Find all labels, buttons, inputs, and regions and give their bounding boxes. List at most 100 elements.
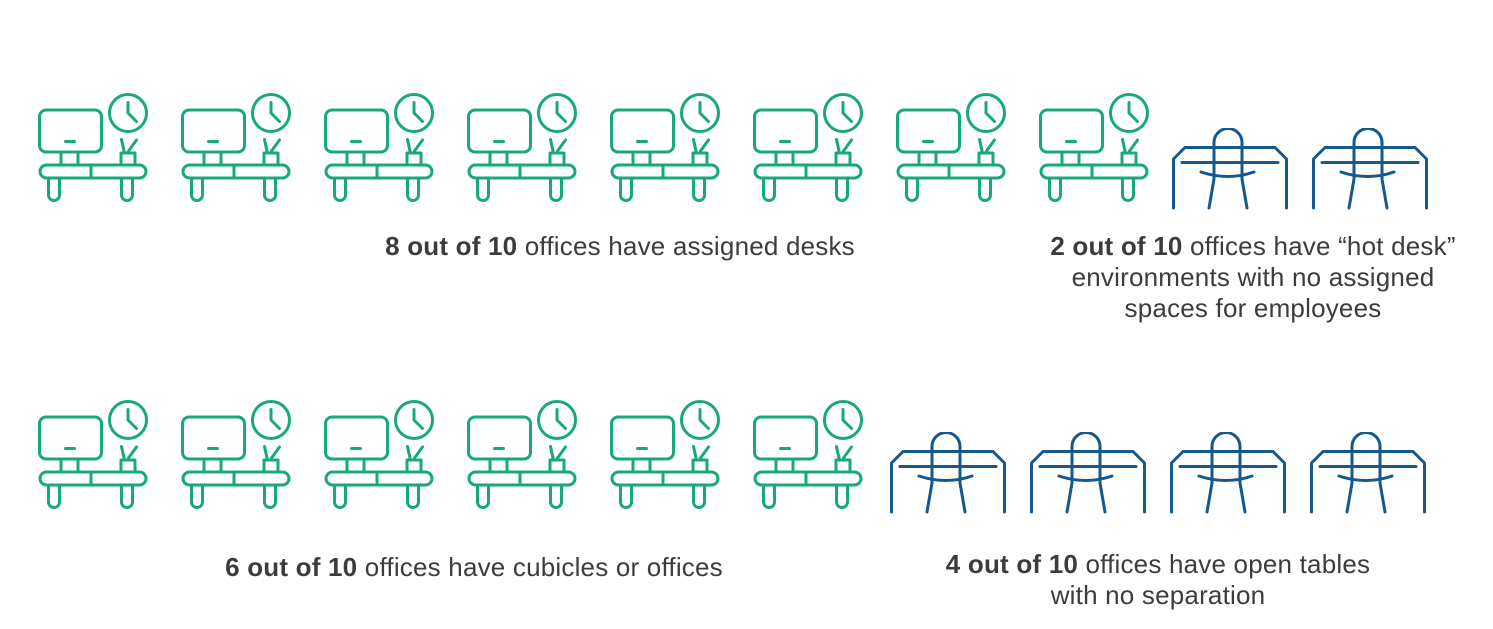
monitor-stand <box>345 457 366 474</box>
chair-seat <box>917 474 974 482</box>
monitor <box>896 108 961 154</box>
pen-right <box>127 138 138 153</box>
pen-right <box>127 445 138 460</box>
open-table-icon <box>1312 128 1428 210</box>
monitor <box>324 108 389 154</box>
desk-surface <box>896 163 1006 180</box>
pen-right <box>413 445 424 460</box>
caption-stat: 6 out of 10 <box>225 552 358 582</box>
desk-surface <box>753 470 863 487</box>
row2-open-tables-group <box>890 432 1426 514</box>
clock-icon <box>108 400 148 440</box>
table-outline <box>1030 450 1146 514</box>
clock-icon <box>1109 93 1149 133</box>
open-table-icon <box>890 432 1006 514</box>
desk-leg-left <box>905 176 919 202</box>
chair-seat <box>1197 474 1254 482</box>
pen-cup <box>691 151 709 167</box>
clock-icon <box>394 93 434 133</box>
monitor-stand <box>202 457 223 474</box>
assigned-desk-icon <box>467 93 577 202</box>
chair-post-right <box>1378 450 1387 514</box>
desk-surface <box>181 163 291 180</box>
row2-cubicles-group <box>38 400 863 510</box>
chair-post-right <box>1238 450 1247 514</box>
monitor <box>38 108 103 154</box>
table-outline <box>1312 146 1428 210</box>
clock-hands <box>984 101 996 123</box>
clock-icon <box>823 93 863 133</box>
caption-text: offices have open tables <box>1085 549 1371 579</box>
chair-post-right <box>1240 146 1249 210</box>
desk-leg-left <box>333 176 347 202</box>
assigned-desk-icon <box>896 93 1006 202</box>
monitor <box>324 415 389 461</box>
clock-hands <box>555 408 567 430</box>
caption-text: offices have assigned desks <box>524 231 855 261</box>
pen-cup <box>119 458 137 474</box>
assigned-desk-icon <box>181 400 291 509</box>
clock-hands <box>555 101 567 123</box>
caption-text: offices have cubicles or offices <box>364 552 723 582</box>
chair-post-left <box>1205 450 1214 514</box>
pen-cup <box>405 458 423 474</box>
monitor <box>1039 108 1104 154</box>
clock-icon <box>537 400 577 440</box>
clock-hands <box>412 408 424 430</box>
clock-hands <box>126 408 138 430</box>
desk-leg-left <box>476 176 490 202</box>
pen-cup <box>119 151 137 167</box>
assigned-desk-icon <box>610 400 720 509</box>
caption-line: environments with no assigned <box>1071 262 1435 292</box>
caption-open-tables: 4 out of 10 offices have open tables wit… <box>908 549 1408 611</box>
monitor <box>753 415 818 461</box>
clock-hands <box>269 408 281 430</box>
pen-left <box>120 138 126 153</box>
monitor-stand <box>488 457 509 474</box>
pen-left <box>835 445 841 460</box>
monitor <box>753 108 818 154</box>
desk-leg-right <box>835 176 849 202</box>
clock-hands <box>269 101 281 123</box>
monitor <box>610 415 675 461</box>
caption-line: 2 out of 10 offices have “hot desk” <box>1028 231 1478 262</box>
pen-left <box>1121 138 1127 153</box>
row1-hot-desk-group <box>1172 128 1428 210</box>
chair-post-right <box>1380 146 1389 210</box>
desk-leg-right <box>978 176 992 202</box>
monitor-stand <box>1060 150 1081 167</box>
open-table-icon <box>1310 432 1426 514</box>
open-table-icon <box>1172 128 1288 210</box>
monitor <box>181 415 246 461</box>
chair-seat <box>1199 170 1256 178</box>
chair-seat <box>1057 474 1114 482</box>
assigned-desk-icon <box>1039 93 1149 202</box>
pen-left <box>263 138 269 153</box>
desk-surface <box>324 163 434 180</box>
caption-stat: 8 out of 10 <box>385 231 518 261</box>
table-outline <box>1310 450 1426 514</box>
chair-post-left <box>1347 146 1356 210</box>
chair-post-left <box>925 450 934 514</box>
assigned-desk-icon <box>324 400 434 509</box>
clock-hands <box>1127 101 1139 123</box>
clock-hands <box>412 101 424 123</box>
chair-post-left <box>1065 450 1074 514</box>
desk-leg-left <box>619 483 633 509</box>
pen-right <box>699 445 710 460</box>
desk-leg-left <box>619 176 633 202</box>
monitor-stand <box>488 150 509 167</box>
table-outline <box>1172 146 1288 210</box>
desk-leg-right <box>263 483 277 509</box>
table-outline <box>1170 450 1286 514</box>
open-table-icon <box>1170 432 1286 514</box>
assigned-desk-icon <box>467 400 577 509</box>
pen-cup <box>262 151 280 167</box>
pen-right <box>270 138 281 153</box>
pen-right <box>413 138 424 153</box>
pen-left <box>835 138 841 153</box>
pen-cup <box>977 151 995 167</box>
desk-surface <box>38 470 148 487</box>
pen-right <box>842 445 853 460</box>
pen-right <box>699 138 710 153</box>
